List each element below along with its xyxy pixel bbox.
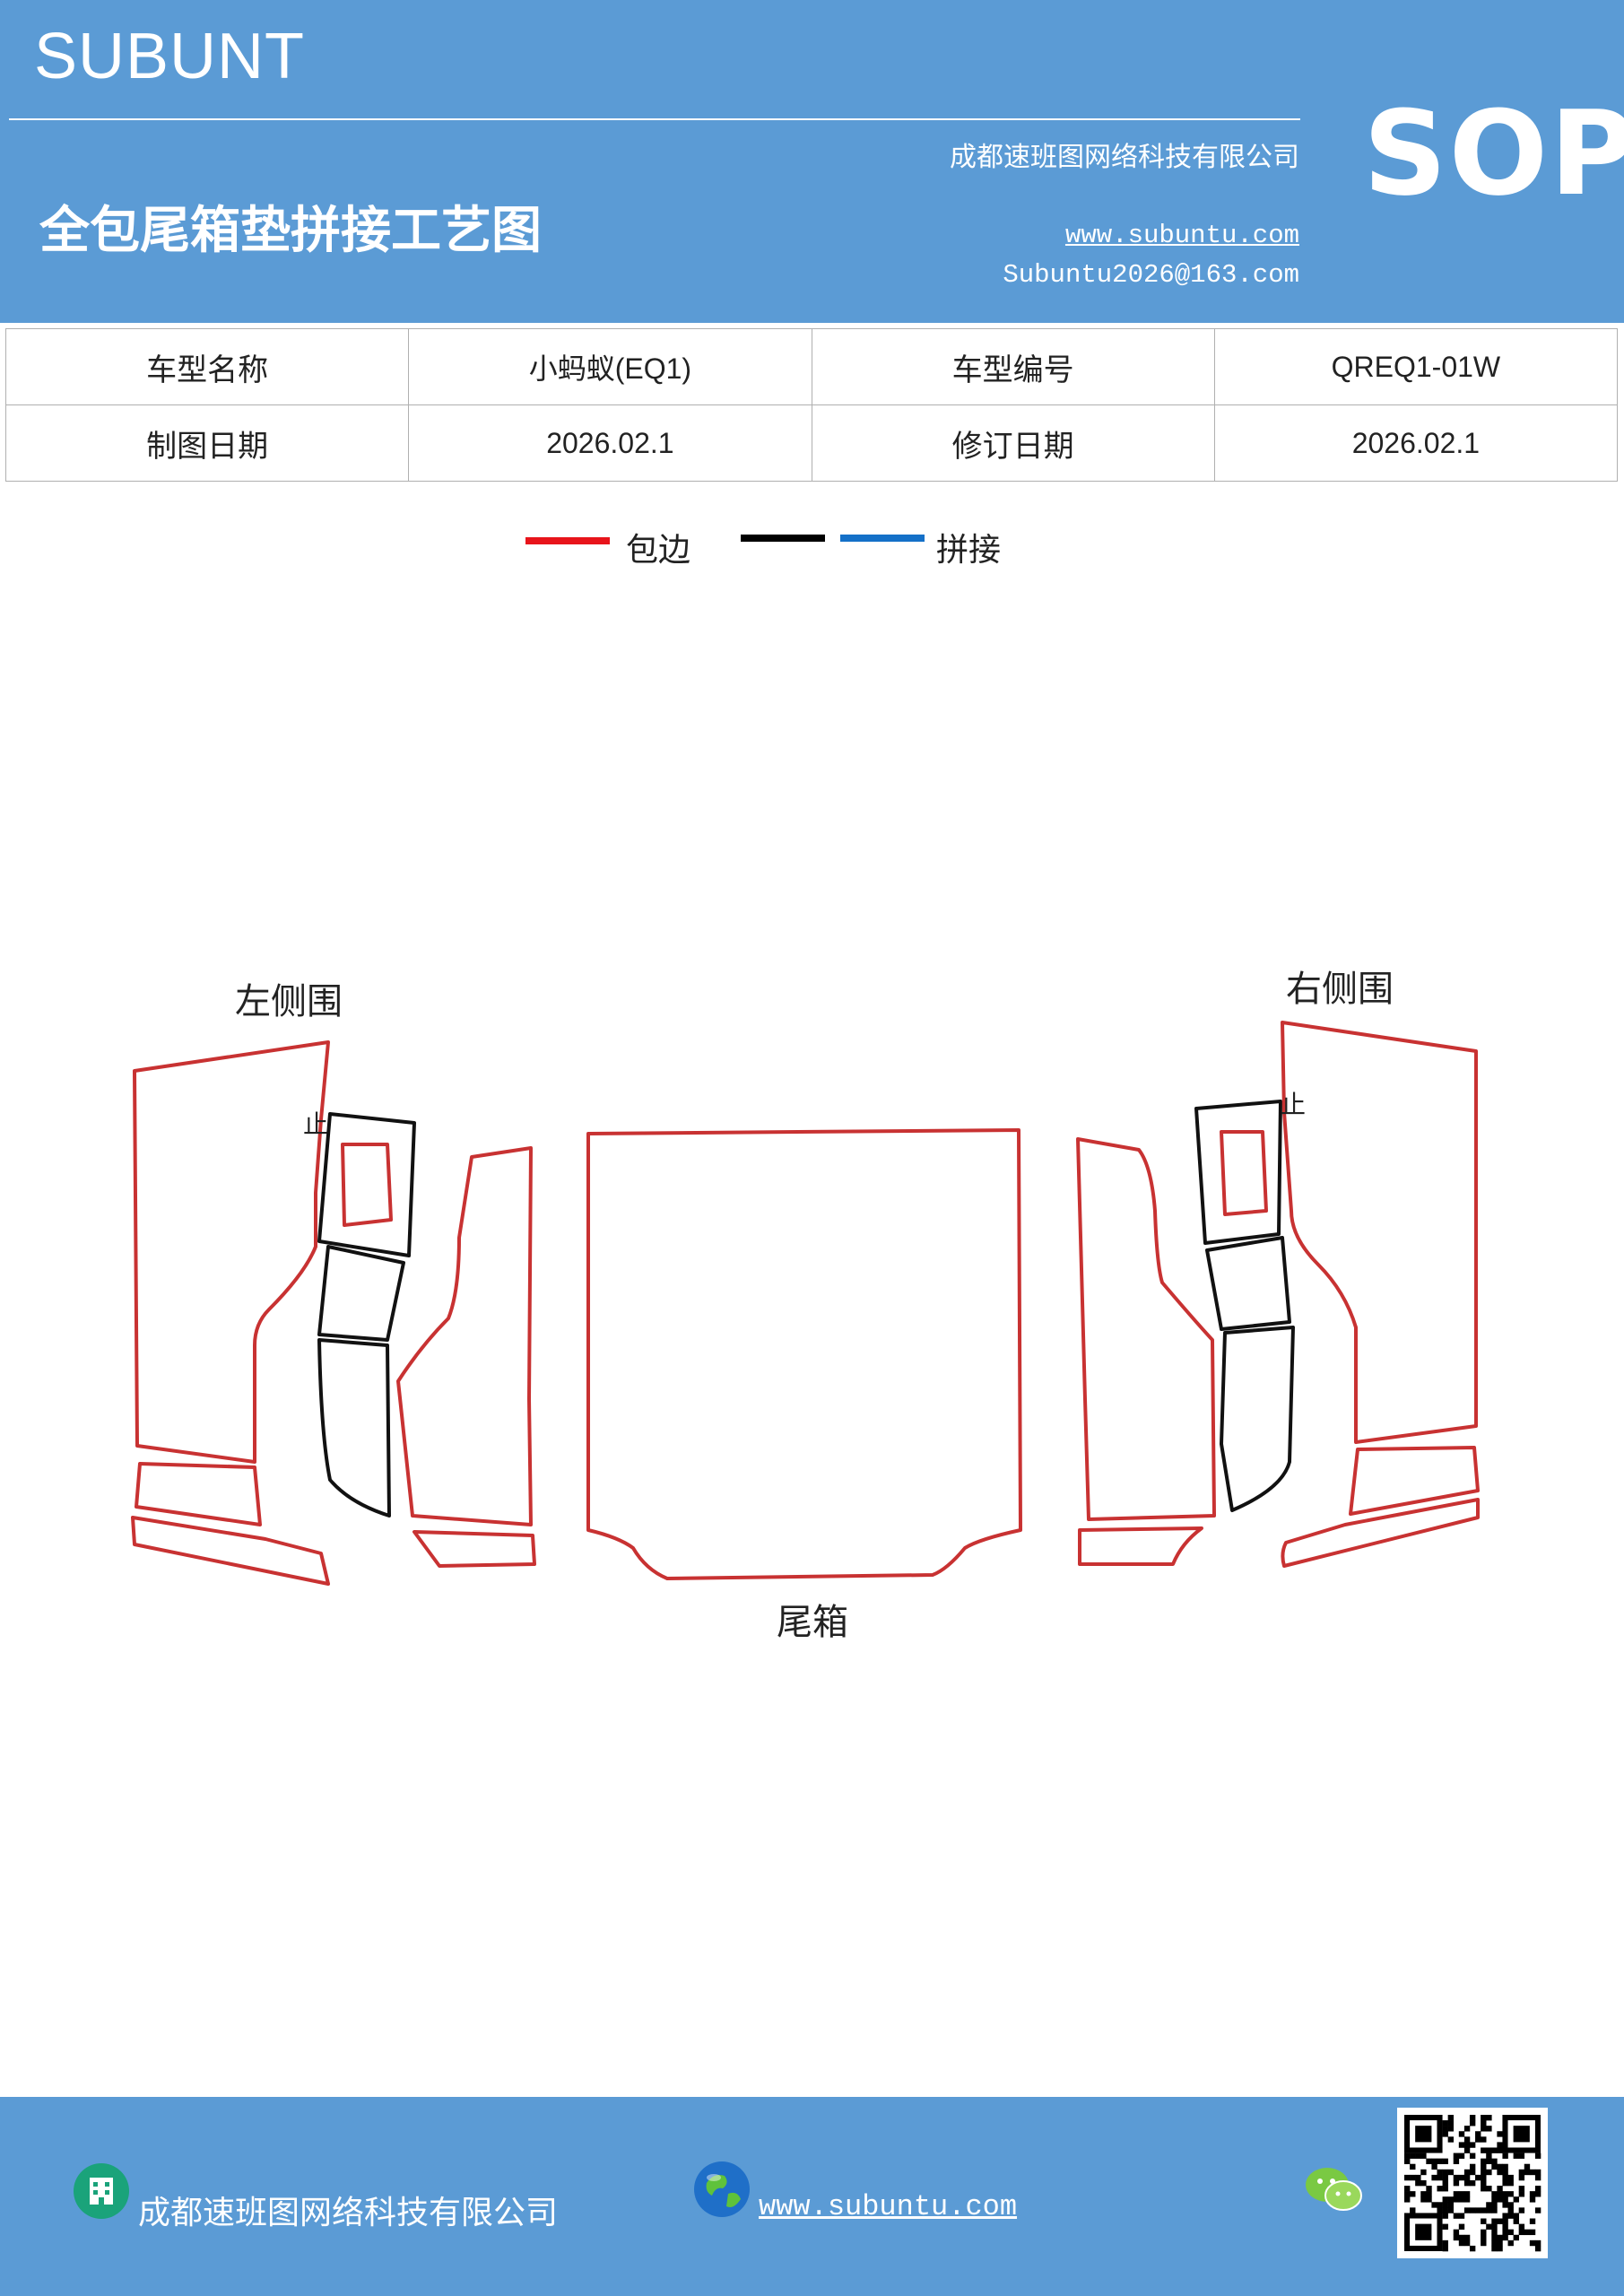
table-cell-value: 2026.02.1: [1213, 404, 1619, 482]
vehicle-info-table: 车型名称 小蚂蚁(EQ1) 车型编号 QREQ1-01W 制图日期 2026.0…: [4, 328, 1619, 482]
table-cell-value: QREQ1-01W: [1213, 328, 1619, 405]
table-cell-value: 2026.02.1: [408, 404, 812, 482]
sop-badge: SOP: [1363, 85, 1624, 222]
right-pillar-upper: [1194, 1100, 1282, 1245]
table-cell-label: 车型名称: [4, 328, 410, 405]
left-strip-top: [135, 1462, 262, 1526]
table-cell-label: 制图日期: [4, 404, 410, 482]
left-stop-mark: 止: [303, 1109, 329, 1139]
header-banner: [0, 0, 1624, 323]
right-strip-bottom: [1281, 1498, 1480, 1568]
right-panel-main: [1281, 1021, 1478, 1444]
document-title: 全包尾箱垫拼接工艺图: [39, 202, 542, 260]
left-pillar-upper: [317, 1112, 416, 1257]
right-stop-mark: 止: [1281, 1090, 1307, 1119]
legend-label-seam: 拼接: [936, 532, 1002, 569]
left-panel-main: [133, 1040, 330, 1464]
trunk-panel: [586, 1128, 1022, 1580]
footer-company-name: 成都速班图网络科技有限公司: [138, 2195, 559, 2231]
legend-swatch-black: [741, 535, 825, 542]
table-cell-label: 修订日期: [811, 404, 1215, 482]
website-link[interactable]: www.subuntu.com: [1064, 221, 1299, 250]
header-divider: [9, 118, 1300, 120]
left-rear-strip: [396, 1146, 533, 1526]
legend-swatch-edge: [525, 537, 610, 544]
qr-code: [1397, 2108, 1548, 2258]
legend-swatch-seam: [840, 535, 925, 542]
table-cell-label: 车型编号: [811, 328, 1215, 405]
legend-label-edge: 包边: [626, 532, 691, 569]
footer-website-link[interactable]: www.subuntu.com: [759, 2190, 1018, 2223]
right-rear-strip: [1076, 1137, 1216, 1521]
right-window-inset: [1220, 1130, 1268, 1216]
left-strip-bottom: [131, 1516, 330, 1586]
left-pillar-low: [317, 1338, 391, 1518]
globe-icon: [694, 2161, 750, 2217]
trunk-label: 尾箱: [777, 1602, 848, 1643]
building-icon: [74, 2163, 129, 2219]
right-pillar-low: [1220, 1326, 1295, 1512]
table-row: 车型名称 小蚂蚁(EQ1) 车型编号 QREQ1-01W: [4, 328, 1619, 405]
email-address[interactable]: Subuntu2026@163.com: [1003, 260, 1299, 290]
right-pillar-mid: [1205, 1236, 1291, 1331]
wechat-icon[interactable]: [1304, 2163, 1365, 2217]
left-rear-foot: [413, 1530, 536, 1568]
table-cell-value: 小蚂蚁(EQ1): [408, 328, 812, 405]
left-side-label: 左侧围: [235, 981, 343, 1022]
company-name: 成都速班图网络科技有限公司: [950, 142, 1299, 173]
right-side-label: 右侧围: [1286, 969, 1394, 1010]
right-rear-foot: [1078, 1526, 1203, 1566]
brand-logo-text: SUBUNT: [34, 21, 306, 92]
right-strip-top: [1349, 1446, 1480, 1516]
table-row: 制图日期 2026.02.1 修订日期 2026.02.1: [4, 404, 1619, 482]
left-window-inset: [341, 1143, 393, 1227]
trunk-mat-diagram: [131, 1021, 1480, 1586]
left-pillar-mid: [317, 1245, 405, 1342]
